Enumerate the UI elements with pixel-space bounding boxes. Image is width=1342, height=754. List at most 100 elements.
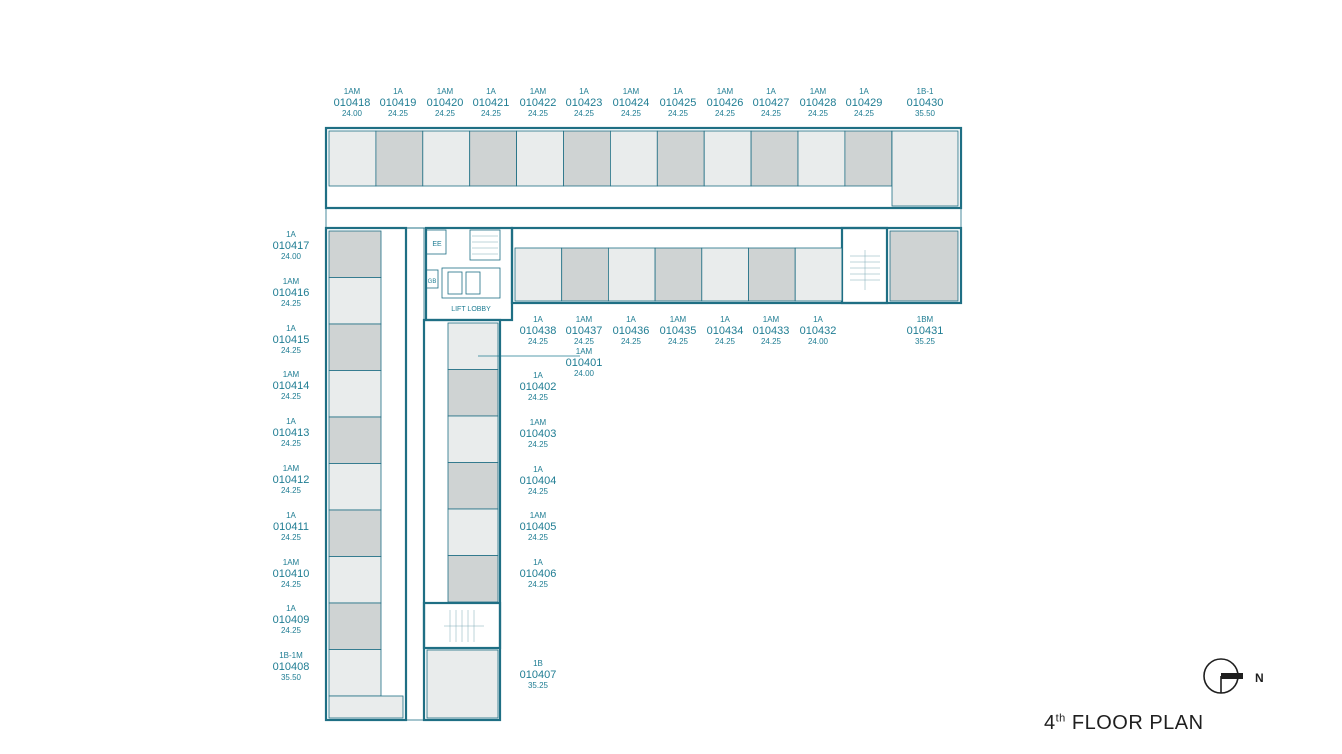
unit-room <box>516 130 564 187</box>
unit-type: 1B <box>533 659 543 668</box>
unit-area: 24.25 <box>281 486 302 495</box>
unit-id: 010427 <box>753 97 790 109</box>
lift-car <box>465 271 481 295</box>
unit-id: 010430 <box>907 97 944 109</box>
unit-room <box>748 247 796 302</box>
unit-type: 1A <box>533 465 543 474</box>
unit-room <box>447 415 499 463</box>
gb-label: GB <box>428 279 437 285</box>
lift-lobby-label: LIFT LOBBY <box>451 306 491 313</box>
unit-area: 24.00 <box>808 337 829 346</box>
unit-area: 24.25 <box>388 109 409 118</box>
unit-type: 1A <box>579 87 589 96</box>
unit-room <box>422 130 471 187</box>
unit-type: 1B-1 <box>917 87 934 96</box>
unit-type: 1A <box>286 417 296 426</box>
unit-id: 010418 <box>334 97 371 109</box>
unit-area: 24.25 <box>574 337 595 346</box>
ee-label: EE <box>432 241 442 248</box>
unit-type: 1A <box>286 324 296 333</box>
unit-id: 010407 <box>520 669 557 681</box>
unit-type: 1AM <box>530 418 547 427</box>
unit-room <box>794 247 843 302</box>
unit-area: 24.25 <box>668 337 689 346</box>
unit-area: 24.25 <box>715 109 736 118</box>
unit-id: 010403 <box>520 428 557 440</box>
unit-area: 24.25 <box>281 346 302 355</box>
unit-area: 24.00 <box>281 252 302 261</box>
unit-type: 1AM <box>437 87 454 96</box>
unit-id: 010414 <box>273 380 310 392</box>
unit-area: 24.25 <box>481 109 502 118</box>
unit-id: 010423 <box>566 97 603 109</box>
unit-area: 35.50 <box>281 673 302 682</box>
stair-top <box>469 229 501 261</box>
unit-room <box>889 230 959 302</box>
unit-area: 24.25 <box>761 109 782 118</box>
lift-car <box>447 271 463 295</box>
unit-area: 24.00 <box>574 369 595 378</box>
ee-room <box>425 229 447 255</box>
unit-room <box>328 602 382 650</box>
unit-type: 1AM <box>530 87 547 96</box>
unit-id: 010437 <box>566 325 603 337</box>
north-arrow-icon <box>1203 658 1243 694</box>
unit-room <box>561 247 609 302</box>
unit-type: 1AM <box>810 87 827 96</box>
unit-id: 010438 <box>520 325 557 337</box>
unit-type: 1AM <box>530 511 547 520</box>
unit-area: 35.25 <box>528 681 549 690</box>
unit-room <box>447 322 499 370</box>
unit-room <box>328 695 404 719</box>
unit-area: 24.25 <box>621 337 642 346</box>
unit-type: 1AM <box>717 87 734 96</box>
unit-type: 1AM <box>283 558 300 567</box>
unit-area: 24.25 <box>574 109 595 118</box>
unit-area: 24.25 <box>281 626 302 635</box>
unit-room <box>797 130 846 187</box>
unit-room <box>328 416 382 464</box>
unit-type: 1AM <box>576 347 593 356</box>
unit-room <box>328 323 382 371</box>
unit-id: 010425 <box>660 97 697 109</box>
unit-room <box>703 130 752 187</box>
unit-room <box>447 555 499 603</box>
unit-room <box>328 649 382 697</box>
unit-area: 24.25 <box>281 439 302 448</box>
unit-type: 1A <box>486 87 496 96</box>
unit-type: 1AM <box>344 87 361 96</box>
unit-id: 010432 <box>800 325 837 337</box>
gb-room <box>425 269 439 289</box>
unit-id: 010408 <box>273 661 310 673</box>
unit-room <box>891 130 959 207</box>
unit-type: 1AM <box>576 315 593 324</box>
unit-type: 1AM <box>670 315 687 324</box>
unit-id: 010428 <box>800 97 837 109</box>
unit-room <box>701 247 749 302</box>
